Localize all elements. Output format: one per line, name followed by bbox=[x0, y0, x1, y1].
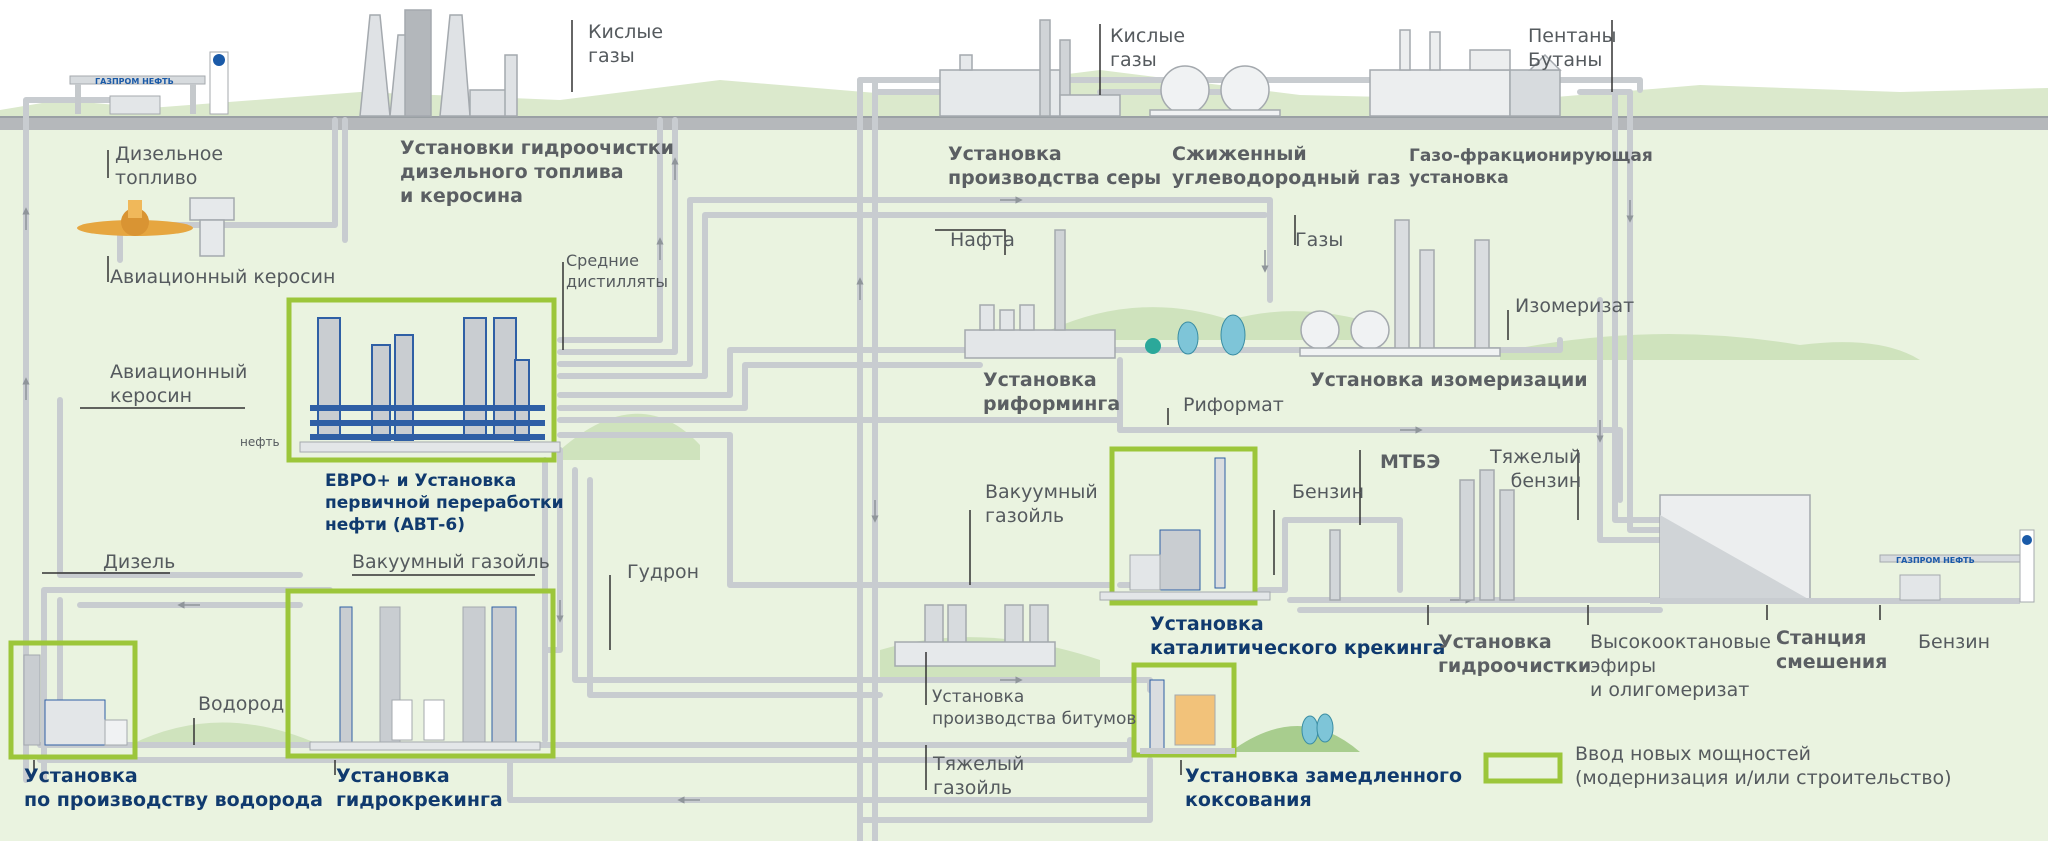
bitumen-plant bbox=[894, 604, 1056, 667]
hydrotreating-plant bbox=[1329, 469, 1515, 601]
label-reformate: Риформат bbox=[1183, 394, 1284, 416]
unit-diesel-hydrotreating: Установки гидроочистки дизельного топлив… bbox=[400, 137, 674, 207]
sulfur-plant bbox=[939, 19, 1121, 117]
legend-swatch bbox=[1483, 752, 1563, 784]
new-capacity-frame-hydrogen bbox=[8, 640, 138, 760]
label-tar: Гудрон bbox=[627, 561, 700, 583]
unit-gas-fractionation: Газо-фракционирующая установка bbox=[1409, 146, 1653, 188]
label-middle-distillates: Средние дистилляты bbox=[566, 251, 669, 291]
unit-coking: Установка замедленного коксования bbox=[1185, 765, 1462, 811]
unit-hydrotreating: Установка гидроочистки bbox=[1438, 631, 1592, 677]
unit-blending: Станция смешения bbox=[1776, 627, 1888, 673]
cdu-plant bbox=[286, 297, 561, 463]
gas-station-right bbox=[1879, 529, 2035, 603]
label-heavy-gasoil: Тяжелый газойль bbox=[933, 753, 1025, 799]
hydrocracking-plant bbox=[285, 588, 556, 759]
unit-reforming: Установка риформинга bbox=[983, 369, 1121, 415]
label-gasoline-1: Бензин bbox=[1292, 481, 1365, 503]
label-naphtha: Нафта bbox=[950, 229, 1015, 251]
label-aviation-kerosene-1: Авиационный керосин bbox=[110, 266, 336, 288]
new-capacity-frame-coking bbox=[1131, 662, 1237, 758]
leader-lines bbox=[33, 20, 1881, 790]
label-vacuum-gasoil-1: Вакуумный газойль bbox=[985, 481, 1098, 527]
fuel-tower bbox=[189, 197, 235, 257]
trees bbox=[1145, 314, 1334, 745]
new-capacity-frame-cdu bbox=[286, 297, 557, 463]
pipelines bbox=[23, 77, 1683, 841]
lpg-tanks bbox=[1149, 65, 1281, 117]
gas-station-top bbox=[69, 51, 229, 115]
brand-logo-station-1: ГАЗПРОМ НЕФТЬ bbox=[95, 77, 174, 86]
new-capacity-frame-hydrocracking bbox=[285, 588, 556, 759]
coking-plant bbox=[1131, 662, 1237, 758]
hydrotreating-diesel-plant bbox=[359, 9, 518, 117]
road bbox=[0, 118, 2048, 130]
label-acid-gases-1: Кислые газы bbox=[588, 21, 664, 67]
hydrogen-plant bbox=[8, 640, 138, 760]
unit-sulfur: Установка производства серы bbox=[948, 143, 1162, 189]
isomerization-plant bbox=[1299, 219, 1501, 357]
airplane bbox=[77, 200, 193, 236]
label-high-octane: Высокооктановые эфиры и олигомеризат bbox=[1590, 631, 1771, 701]
hill-isomerization bbox=[1500, 334, 1920, 360]
label-pentanes-butanes: Пентаны Бутаны bbox=[1528, 25, 1617, 71]
unit-cdu: ЕВРО+ и Установка первичной переработки … bbox=[325, 471, 564, 535]
brand-logo-station-2: ГАЗПРОМ НЕФТЬ bbox=[1896, 556, 1975, 565]
reforming-plant bbox=[964, 229, 1116, 359]
label-diesel-fuel: Дизельное топливо bbox=[115, 143, 224, 189]
label-vacuum-gasoil-2: Вакуумный газойль bbox=[352, 551, 550, 573]
label-heavy-gasoline: Тяжелый бензин bbox=[1490, 446, 1582, 492]
label-aviation-kerosene-2: Авиационный керосин bbox=[110, 361, 248, 407]
label-diesel: Дизель bbox=[103, 551, 176, 573]
blending-station bbox=[1650, 494, 2020, 604]
unit-fcc: Установка каталитического крекинга bbox=[1150, 613, 1446, 659]
label-oil-input: нефть bbox=[240, 435, 280, 449]
unit-bitumen: Установка производства битумов bbox=[932, 687, 1137, 729]
fcc-plant bbox=[1099, 446, 1271, 606]
label-hydrogen: Водород bbox=[198, 693, 285, 715]
label-mtbe: МТБЭ bbox=[1380, 451, 1441, 473]
label-acid-gases-2: Кислые газы bbox=[1110, 25, 1186, 71]
unit-hydrocracking: Установка гидрокрекинга bbox=[336, 765, 503, 811]
new-capacity-frame-fcc bbox=[1109, 446, 1258, 606]
unit-hydrogen-plant: Установка по производству водорода bbox=[24, 765, 323, 811]
label-isomerizate: Изомеризат bbox=[1515, 295, 1635, 317]
hill-reforming bbox=[1050, 307, 1380, 340]
ground bbox=[0, 110, 2048, 841]
unit-lpg: Сжиженный углеводородный газ bbox=[1172, 143, 1401, 189]
label-gases: Газы bbox=[1295, 229, 1344, 251]
hill-hydrogen bbox=[130, 722, 320, 745]
legend-text: Ввод новых мощностей (модернизация и/или… bbox=[1575, 743, 1952, 789]
label-gasoline-2: Бензин bbox=[1918, 631, 1991, 653]
unit-isomerization: Установка изомеризации bbox=[1310, 369, 1588, 391]
gas-fractionation-plant bbox=[1369, 29, 1562, 117]
